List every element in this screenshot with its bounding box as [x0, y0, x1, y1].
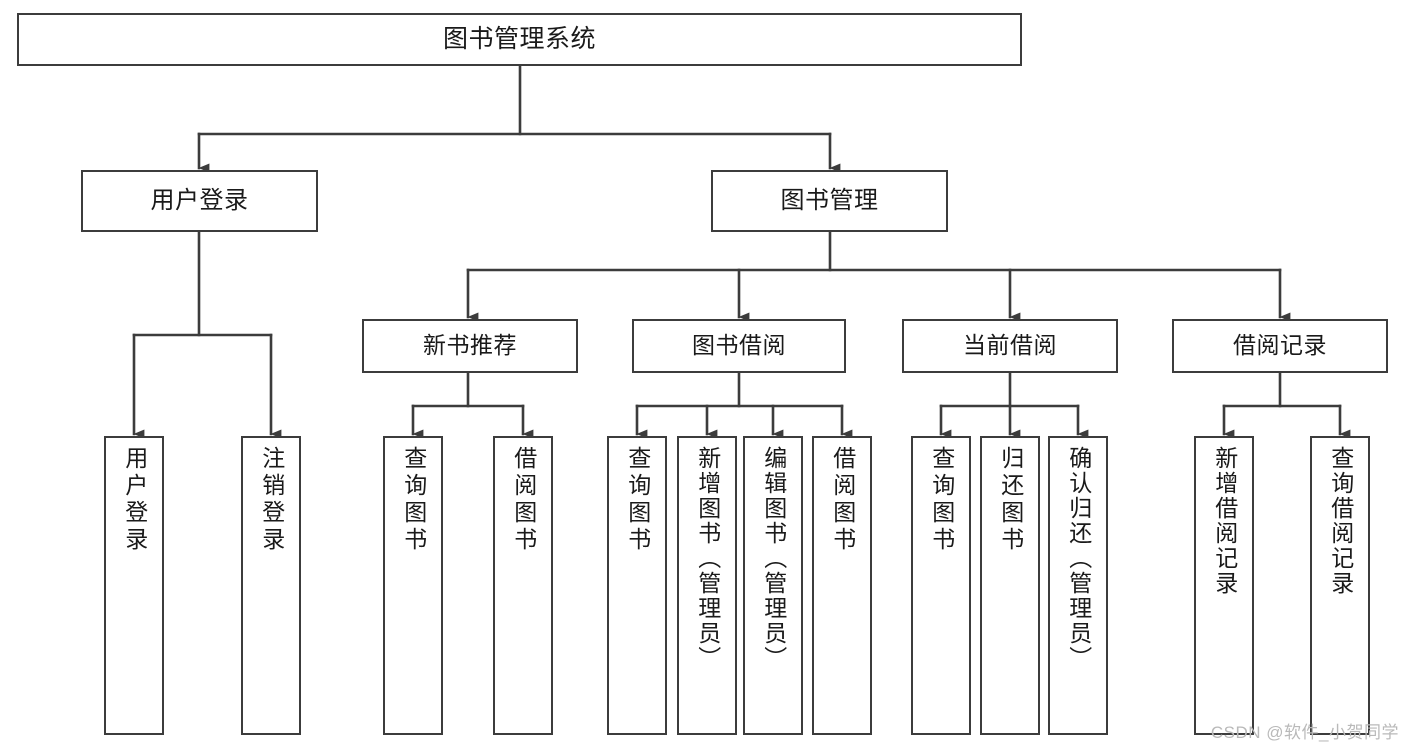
node-book-manage[interactable]: 图书管理 [711, 170, 948, 232]
node-new-book-recommend-label: 新书推荐 [423, 332, 517, 359]
csdn-watermark: CSDN @软件_小贺同学 [1210, 723, 1399, 742]
node-current-borrow-label: 当前借阅 [963, 332, 1057, 359]
node-user-login-label: 用户登录 [150, 186, 249, 214]
leaf-node-query-book-2[interactable]: 查询图书 [607, 436, 667, 735]
leaf-node-add-record[interactable]: 新增借阅记录 [1194, 436, 1254, 735]
node-current-borrow[interactable]: 当前借阅 [902, 319, 1118, 373]
node-new-book-recommend[interactable]: 新书推荐 [362, 319, 578, 373]
leaf-label: 确认归还（管理员） [1065, 446, 1092, 671]
leaf-node-confirm-return[interactable]: 确认归还（管理员） [1048, 436, 1108, 735]
leaf-label: 查询图书 [400, 446, 427, 554]
node-book-borrow[interactable]: 图书借阅 [632, 319, 846, 373]
leaf-label: 归还图书 [997, 446, 1024, 554]
node-book-borrow-label: 图书借阅 [692, 332, 786, 359]
leaf-node-logout[interactable]: 注销登录 [241, 436, 301, 735]
leaf-label: 编辑图书（管理员） [760, 446, 787, 671]
leaf-node-query-book-3[interactable]: 查询图书 [911, 436, 971, 735]
node-borrow-record[interactable]: 借阅记录 [1172, 319, 1388, 373]
leaf-node-query-record[interactable]: 查询借阅记录 [1310, 436, 1370, 735]
leaf-node-add-book[interactable]: 新增图书（管理员） [677, 436, 737, 735]
leaf-node-borrow-book-2[interactable]: 借阅图书 [812, 436, 872, 735]
node-root-label: 图书管理系统 [442, 24, 596, 53]
leaf-label: 借阅图书 [510, 446, 537, 554]
leaf-label: 查询借阅记录 [1327, 446, 1354, 596]
leaf-node-query-book-1[interactable]: 查询图书 [383, 436, 443, 735]
node-borrow-record-label: 借阅记录 [1233, 332, 1327, 359]
node-book-manage-label: 图书管理 [780, 186, 879, 214]
leaf-label: 新增图书（管理员） [694, 446, 721, 671]
node-user-login[interactable]: 用户登录 [81, 170, 318, 232]
leaf-node-borrow-book-1[interactable]: 借阅图书 [493, 436, 553, 735]
leaf-node-edit-book[interactable]: 编辑图书（管理员） [743, 436, 803, 735]
leaf-label: 注销登录 [258, 446, 285, 554]
leaf-label: 查询图书 [928, 446, 955, 554]
node-root-system[interactable]: 图书管理系统 [17, 13, 1022, 66]
leaf-label: 新增借阅记录 [1211, 446, 1238, 596]
leaf-node-user-login[interactable]: 用户登录 [104, 436, 164, 735]
leaf-label: 查询图书 [624, 446, 651, 554]
leaf-label: 用户登录 [121, 446, 148, 554]
leaf-label: 借阅图书 [829, 446, 856, 554]
leaf-node-return-book[interactable]: 归还图书 [980, 436, 1040, 735]
